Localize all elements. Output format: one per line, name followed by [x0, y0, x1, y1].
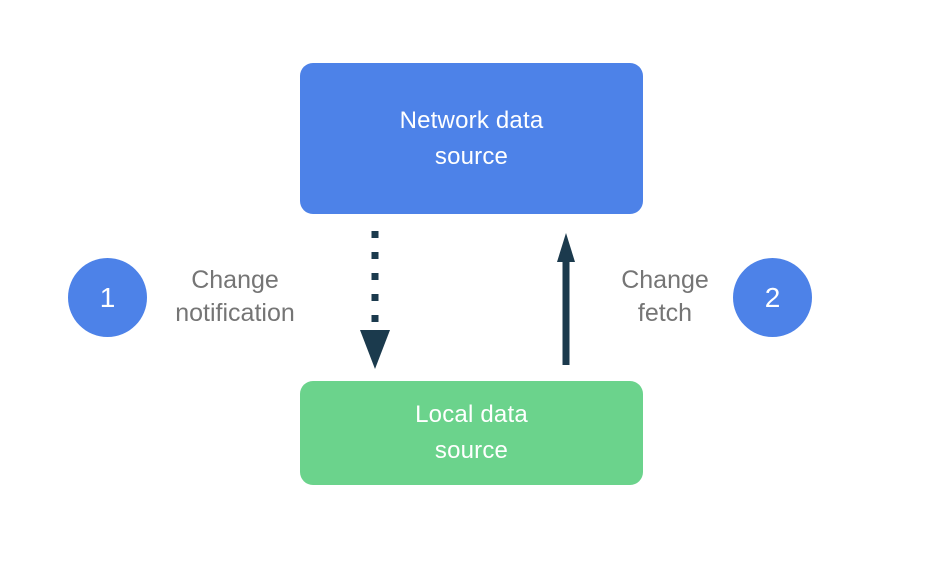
change-fetch-label-line1: Change — [621, 266, 709, 294]
change-notification-label-line1: Change — [191, 266, 279, 294]
local-data-source-node: Local data source — [300, 381, 643, 485]
change-fetch-label-line2: fetch — [637, 299, 693, 327]
change-notification-label-line2: notification — [175, 299, 295, 327]
network-node-label-line2: source — [434, 142, 509, 170]
local-node-label-line1: Local data — [415, 401, 528, 428]
step-2-number: 2 — [764, 281, 781, 313]
local-node-label-line2: source — [434, 437, 509, 464]
change-notification-arrowhead-down-icon — [360, 330, 390, 369]
network-data-source-node: Network data source — [300, 63, 643, 214]
change-notification-label: Change notification — [125, 264, 345, 330]
step-1-number: 1 — [99, 281, 116, 313]
step-1-badge: 1 — [68, 258, 147, 337]
change-fetch-label: Change fetch — [555, 264, 775, 330]
step-2-badge: 2 — [733, 258, 812, 337]
network-node-label-line1: Network data — [399, 106, 544, 134]
change-fetch-arrowhead-up-icon — [557, 233, 575, 262]
